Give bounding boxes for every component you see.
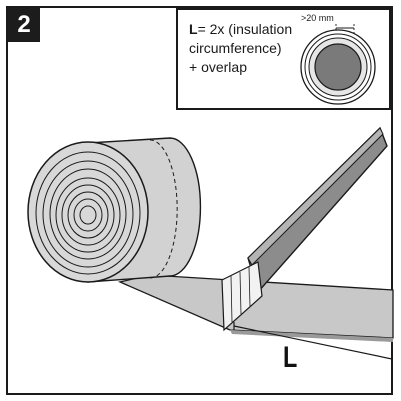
roll-rings (35, 151, 141, 275)
knife-handle-top (247, 127, 384, 266)
blade-segments (230, 266, 251, 323)
length-dimension (233, 322, 393, 363)
formula-variable: L (189, 21, 198, 37)
formula-line1: = 2x (insulation (197, 21, 293, 37)
knife-handle (247, 126, 388, 294)
formula-line2: circumference) (189, 40, 282, 56)
pipe-core (314, 43, 362, 91)
roll-dashed-line (149, 139, 178, 279)
length-label: L (283, 341, 298, 374)
step-number: 2 (8, 8, 40, 42)
roll-end-face (27, 141, 149, 283)
formula-inset: L= 2x (insulation circumference) + overl… (176, 8, 391, 110)
formula-text: L= 2x (insulation circumference) + overl… (189, 20, 309, 77)
insulation-overlap-ring (304, 33, 372, 101)
formula-line3: + overlap (189, 59, 247, 75)
pipe-cross-section (300, 24, 376, 105)
overlap-dimension-label: >20 mm (301, 13, 334, 23)
sheet-edge (230, 330, 393, 342)
